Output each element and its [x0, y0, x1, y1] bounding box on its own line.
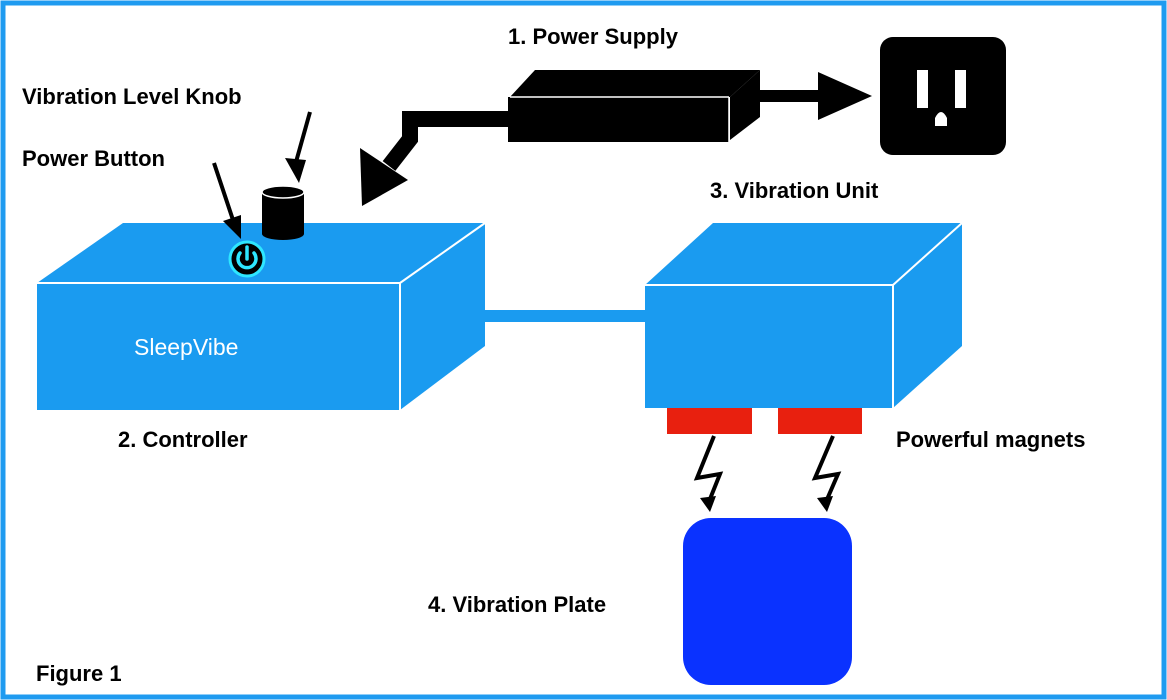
- electrical-outlet-icon: [880, 37, 1006, 155]
- label-vibration-plate: 4. Vibration Plate: [428, 592, 606, 617]
- label-powerful-magnets: Powerful magnets: [896, 427, 1085, 452]
- vibration-unit-box: [645, 222, 963, 408]
- label-controller: 2. Controller: [118, 427, 248, 452]
- connection-cable: [485, 310, 645, 322]
- power-supply: [508, 70, 760, 142]
- lightning-bolt-icon: [693, 435, 724, 512]
- controller-box: [37, 222, 486, 410]
- lightning-bolt-icon: [811, 435, 842, 512]
- vibration-level-knob: [261, 185, 305, 240]
- power-cord-arrow-controller: [360, 111, 510, 206]
- label-vibration-unit: 3. Vibration Unit: [710, 178, 879, 203]
- label-figure: Figure 1: [36, 661, 122, 686]
- label-vibration-level-knob: Vibration Level Knob: [22, 84, 242, 109]
- vibration-plate: [683, 518, 852, 685]
- brand-name: SleepVibe: [134, 334, 238, 360]
- label-power-button: Power Button: [22, 146, 165, 171]
- magnet-left: [667, 408, 752, 434]
- power-cord-arrow-outlet: [758, 72, 872, 120]
- power-icon: [228, 240, 266, 278]
- knob-pointer-arrow: [285, 111, 312, 183]
- magnet-right: [778, 408, 862, 434]
- label-power-supply: 1. Power Supply: [508, 24, 679, 49]
- power-button-pointer-arrow: [212, 162, 241, 239]
